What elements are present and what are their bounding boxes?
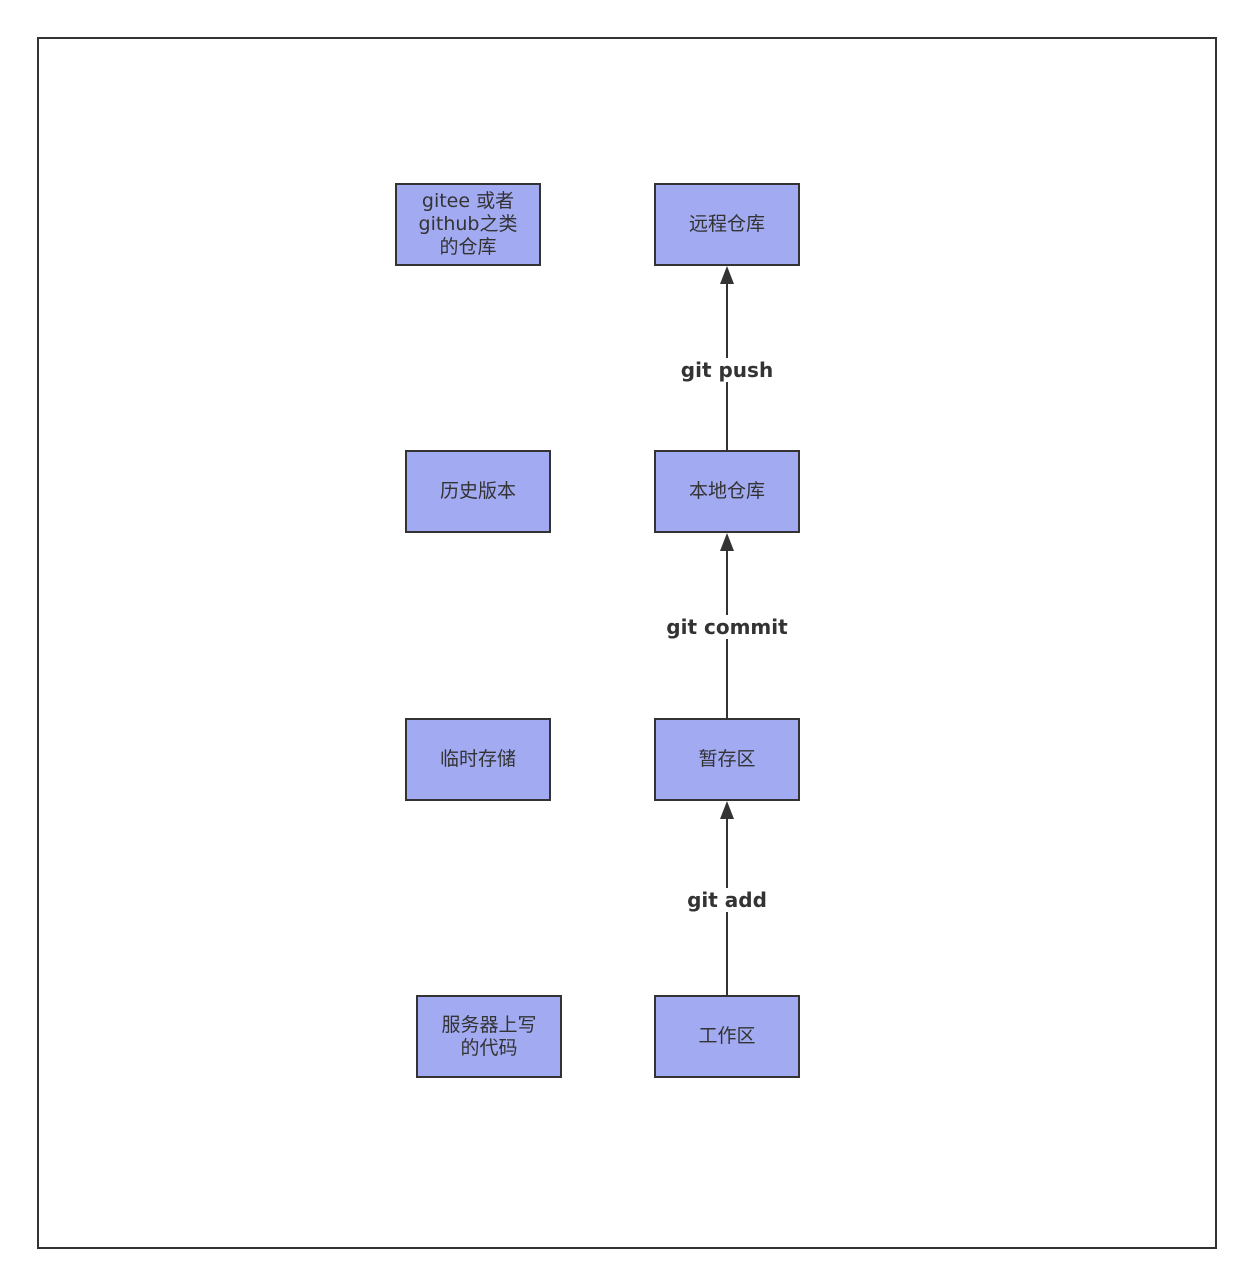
node-workspace: 工作区 — [654, 995, 800, 1078]
node-staging-area-text: 暂存区 — [698, 748, 756, 770]
node-local-repo: 本地仓库 — [654, 450, 800, 533]
note-remote-text: gitee 或者 github之类 的仓库 — [418, 190, 518, 258]
diagram-frame — [37, 37, 1217, 1249]
node-remote-repo-text: 远程仓库 — [688, 213, 765, 235]
node-remote-repo: 远程仓库 — [654, 183, 800, 266]
note-staging: 临时存储 — [405, 718, 551, 801]
node-local-repo-text: 本地仓库 — [688, 480, 765, 502]
edge-label-git-commit: git commit — [664, 615, 790, 639]
note-workspace: 服务器上写 的代码 — [416, 995, 562, 1078]
note-local-text: 历史版本 — [439, 480, 516, 502]
note-local: 历史版本 — [405, 450, 551, 533]
edge-label-git-push: git push — [678, 358, 776, 382]
note-workspace-text: 服务器上写 的代码 — [441, 1013, 537, 1059]
note-remote: gitee 或者 github之类 的仓库 — [395, 183, 541, 266]
edge-label-git-add: git add — [685, 888, 769, 912]
node-staging-area: 暂存区 — [654, 718, 800, 801]
node-workspace-text: 工作区 — [698, 1025, 756, 1047]
note-staging-text: 临时存储 — [439, 748, 516, 770]
